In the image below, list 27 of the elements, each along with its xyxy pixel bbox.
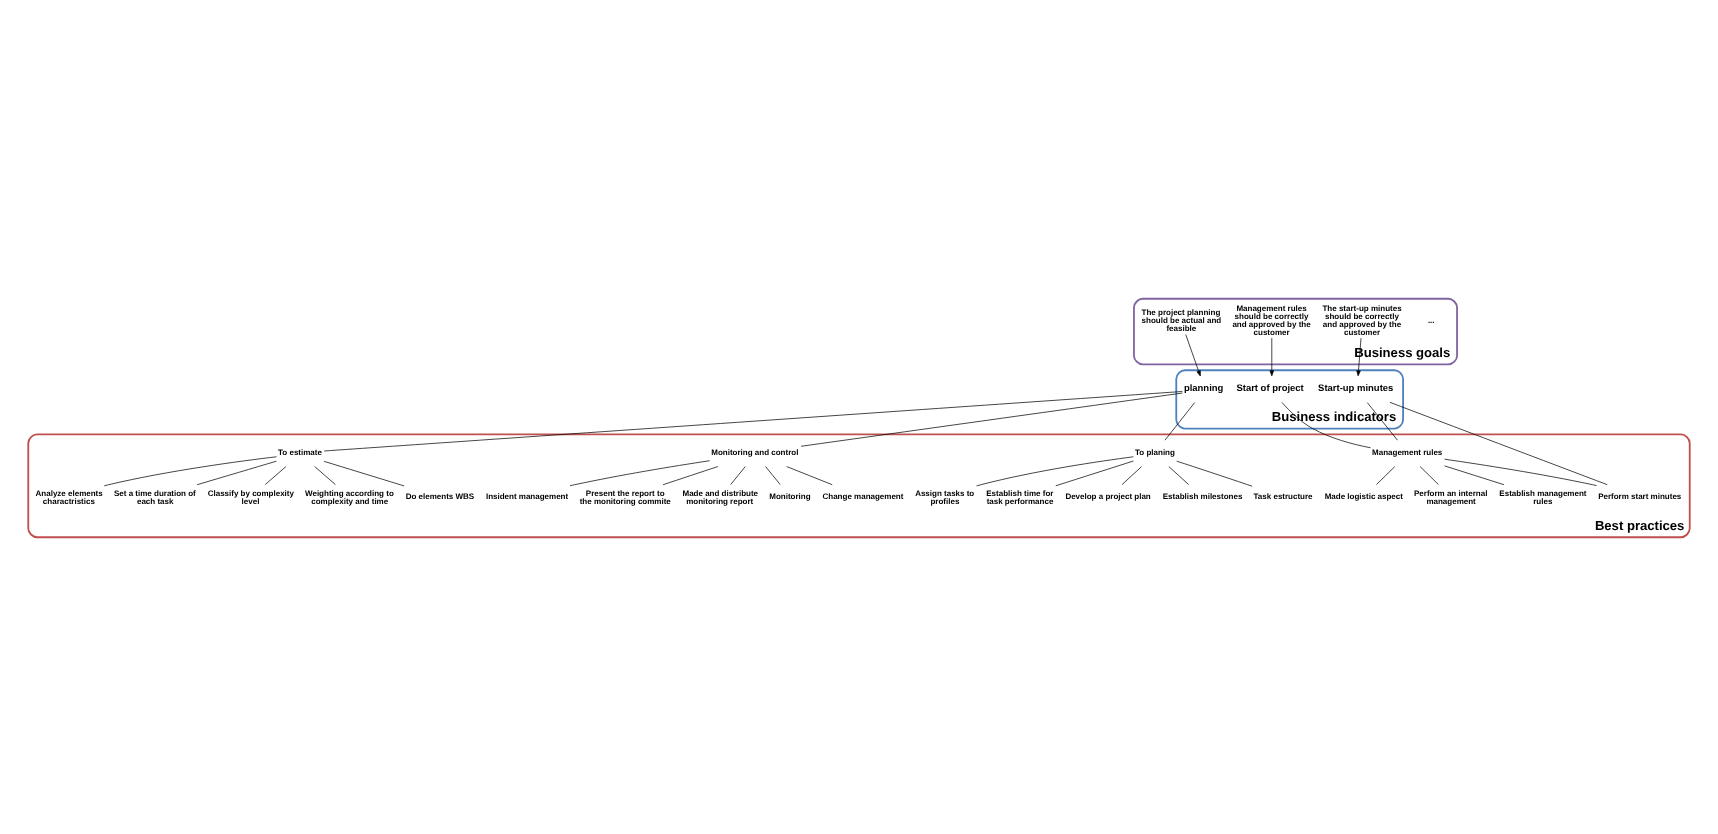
- connector: [1281, 401, 1371, 448]
- connector: [264, 465, 287, 484]
- connector: [1168, 465, 1190, 484]
- connector: [1366, 401, 1398, 440]
- arrow: [1269, 336, 1274, 376]
- connector: [569, 459, 711, 486]
- connector: [196, 459, 277, 485]
- connector: [103, 455, 277, 486]
- connector: [976, 455, 1134, 486]
- connector: [1389, 400, 1608, 485]
- connector: [1164, 401, 1196, 440]
- connector: [730, 465, 746, 484]
- connector: [323, 460, 405, 486]
- connector: [786, 465, 833, 485]
- connector: [662, 465, 719, 485]
- connector: [765, 465, 781, 484]
- connector: [1121, 465, 1142, 484]
- connector: [1176, 459, 1253, 486]
- connector: [800, 391, 1183, 446]
- connector: [323, 390, 1183, 451]
- connector: [1444, 457, 1597, 485]
- arrow: [1185, 333, 1201, 376]
- arrow: [1356, 336, 1362, 376]
- connector: [314, 465, 336, 484]
- connector: [1444, 464, 1505, 485]
- connector: [1055, 459, 1134, 486]
- connector: [1376, 465, 1396, 484]
